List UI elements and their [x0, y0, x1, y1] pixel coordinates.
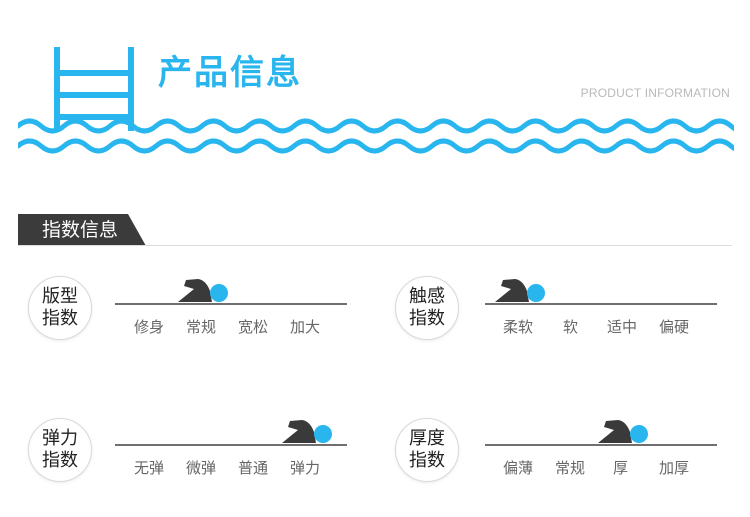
index-label-circle: 触感指数: [395, 276, 459, 340]
index-option: 弹力: [290, 459, 321, 477]
section-divider: [18, 245, 732, 246]
index-label-line1: 触感: [409, 286, 445, 307]
swimmer-icon: [495, 279, 545, 302]
index-option: 厚: [613, 459, 629, 477]
page-title: 产品信息: [158, 53, 302, 93]
index-scale-line: [115, 444, 347, 446]
index-option: 修身: [134, 318, 165, 336]
pool-ladder-icon: [54, 47, 134, 131]
swimmer-icon: [282, 420, 332, 443]
index-label-line1: 版型: [42, 286, 78, 307]
index-label-line1: 厚度: [409, 428, 445, 449]
index-option: 微弹: [186, 459, 217, 477]
index-scale-line: [115, 303, 347, 305]
page-subtitle: PRODUCT INFORMATION: [580, 86, 730, 100]
index-label-line2: 指数: [409, 450, 445, 471]
wave-icon: [18, 118, 734, 154]
index-option: 适中: [607, 318, 638, 336]
index-option: 普通: [238, 459, 269, 477]
index-scale-line: [485, 303, 717, 305]
index-option: 柔软: [503, 318, 534, 336]
swimmer-icon: [597, 420, 648, 443]
index-label-line2: 指数: [409, 308, 445, 329]
index-label-line1: 弹力: [42, 428, 78, 449]
index-scale-line: [485, 444, 717, 446]
index-option: 无弹: [134, 459, 165, 477]
index-option: 常规: [186, 318, 217, 336]
index-option: 常规: [555, 459, 586, 477]
index-option: 偏硬: [659, 318, 690, 336]
index-option: 加大: [290, 318, 321, 336]
index-option: 宽松: [238, 318, 269, 336]
section-tab-label: 指数信息: [42, 219, 119, 241]
index-option: 偏薄: [503, 459, 534, 477]
index-label-circle: 版型指数: [28, 276, 92, 340]
index-label-line2: 指数: [42, 308, 78, 329]
index-option: 加厚: [659, 459, 690, 477]
index-label-line2: 指数: [42, 450, 78, 471]
index-label-circle: 弹力指数: [28, 418, 92, 482]
index-label-circle: 厚度指数: [395, 418, 459, 482]
section-tab: [18, 214, 146, 246]
swimmer-icon: [178, 279, 228, 302]
index-option: 软: [563, 318, 579, 336]
